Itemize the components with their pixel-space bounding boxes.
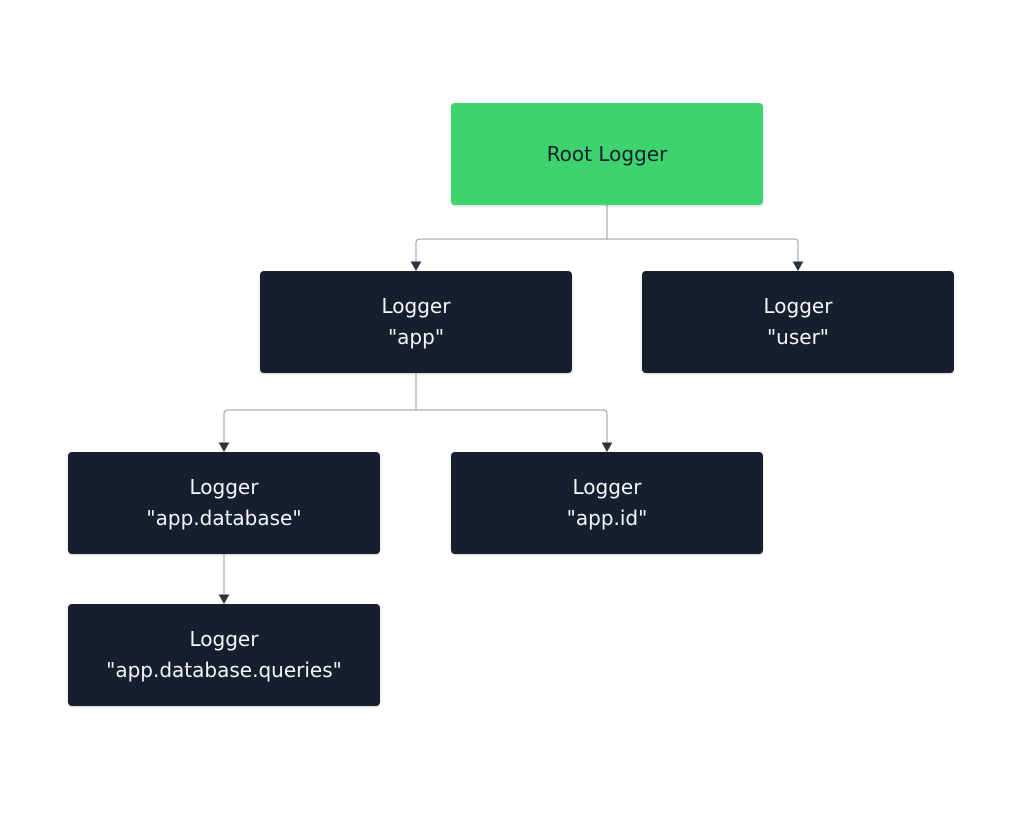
node-logger-user-type: Logger <box>763 294 833 318</box>
node-root-logger-label: Root Logger <box>546 141 668 166</box>
node-logger-app-database-type: Logger <box>189 475 259 499</box>
arrowhead-app-database-to-queries <box>218 594 230 605</box>
node-logger-app-database-name: "app.database" <box>146 506 302 530</box>
edge-root-to-app <box>415 238 607 262</box>
arrowhead-app-to-app-id <box>601 442 613 453</box>
node-logger-app-id: Logger "app.id" <box>451 452 763 554</box>
edge-app-to-app-database <box>223 409 416 443</box>
node-logger-app-id-name: "app.id" <box>566 506 648 530</box>
node-logger-user: Logger "user" <box>642 271 954 373</box>
arrowhead-root-to-app <box>410 261 422 272</box>
arrowhead-root-to-user <box>792 261 804 272</box>
node-logger-user-name: "user" <box>766 325 830 349</box>
edge-app-to-app-id <box>416 409 608 443</box>
node-logger-app-database-queries-name: "app.database.queries" <box>106 658 342 682</box>
node-logger-app-database-queries: Logger "app.database.queries" <box>68 604 380 706</box>
node-logger-app-type: Logger <box>381 294 451 318</box>
arrowhead-app-to-app-database <box>218 442 230 453</box>
node-logger-app-name: "app" <box>387 325 445 349</box>
node-logger-app-database-queries-type: Logger <box>189 627 259 651</box>
edge-root-to-user <box>607 238 799 262</box>
node-logger-app-database: Logger "app.database" <box>68 452 380 554</box>
node-logger-app-id-type: Logger <box>572 475 642 499</box>
node-root-logger: Root Logger <box>451 103 763 205</box>
node-logger-app: Logger "app" <box>260 271 572 373</box>
